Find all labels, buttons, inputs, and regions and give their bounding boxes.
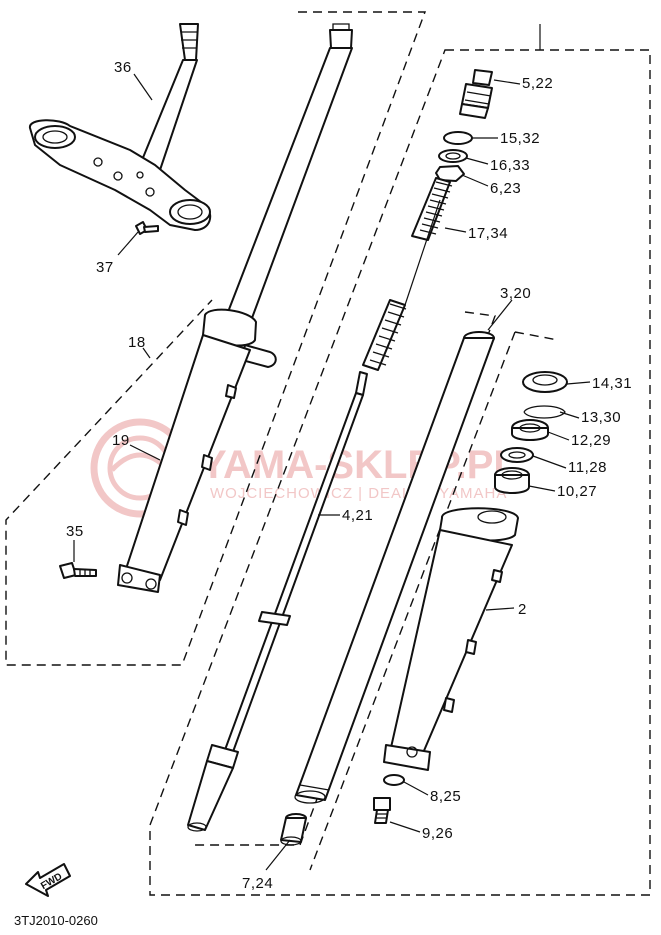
steering-stem-bracket <box>29 23 212 231</box>
label-5-22: 5,22 <box>522 75 553 92</box>
group-boundary-right-fork <box>149 49 651 896</box>
cap-bolt-icon <box>459 69 493 119</box>
label-18: 18 <box>128 334 146 351</box>
label-15-32: 15,32 <box>500 130 540 147</box>
dust-seal-icon <box>522 371 568 393</box>
group-boundary-left-fork <box>5 11 427 666</box>
label-10-27: 10,27 <box>557 483 597 500</box>
group-boundary-outer-tube-side <box>309 331 516 871</box>
oil-lock-piece-icon <box>280 813 307 846</box>
label-35: 35 <box>66 523 84 540</box>
watermark-subtitle: WOJCIECHOWICZ | DEALER YAMAHA <box>210 485 507 502</box>
group-boundary-outer-tube <box>514 331 559 341</box>
o-ring-icon <box>443 131 473 145</box>
label-14-31: 14,31 <box>592 375 632 392</box>
fwd-label: FWD <box>39 871 64 892</box>
part-labels: 36 37 18 19 35 5,22 15,32 16,33 6,23 17,… <box>66 59 632 892</box>
inner-tube-icon <box>294 331 495 804</box>
hex-bolt-icon <box>373 797 391 824</box>
label-2: 2 <box>518 601 527 618</box>
label-17-34: 17,34 <box>468 225 508 242</box>
label-11-28: 11,28 <box>568 459 607 476</box>
bolt-37-icon <box>135 221 159 235</box>
copper-washer-icon <box>383 774 405 786</box>
nut-icon <box>435 165 465 182</box>
washer-icon <box>500 447 534 463</box>
label-16-33: 16,33 <box>490 157 530 174</box>
left-fork-assembly <box>117 23 353 593</box>
slide-bushing-icon <box>494 467 530 494</box>
label-9-26: 9,26 <box>422 825 453 842</box>
label-37: 37 <box>96 259 114 276</box>
fwd-arrow-badge: FWD <box>25 863 71 897</box>
label-8-25: 8,25 <box>430 788 461 805</box>
outer-tube-icon <box>383 507 519 771</box>
oil-seal-icon <box>511 419 549 441</box>
leader-lines <box>73 73 591 871</box>
label-4-21: 4,21 <box>342 507 373 524</box>
label-7-24: 7,24 <box>242 875 273 892</box>
collar-icon <box>438 149 468 163</box>
damper-rod-icon <box>187 371 368 832</box>
spring-guide-line <box>404 199 441 306</box>
diagram-code: 3TJ2010-0260 <box>14 913 98 928</box>
retaining-clip-icon <box>523 405 566 419</box>
label-19: 19 <box>112 432 130 449</box>
fork-spring-icon <box>362 299 407 371</box>
short-spring-icon <box>411 177 453 241</box>
group-boundary-inner-tube <box>190 311 496 846</box>
label-12-29: 12,29 <box>571 432 611 449</box>
label-3-20: 3,20 <box>500 285 531 302</box>
label-36: 36 <box>114 59 132 76</box>
bolt-35-icon <box>59 562 97 579</box>
label-6-23: 6,23 <box>490 180 521 197</box>
label-13-30: 13,30 <box>581 409 621 426</box>
